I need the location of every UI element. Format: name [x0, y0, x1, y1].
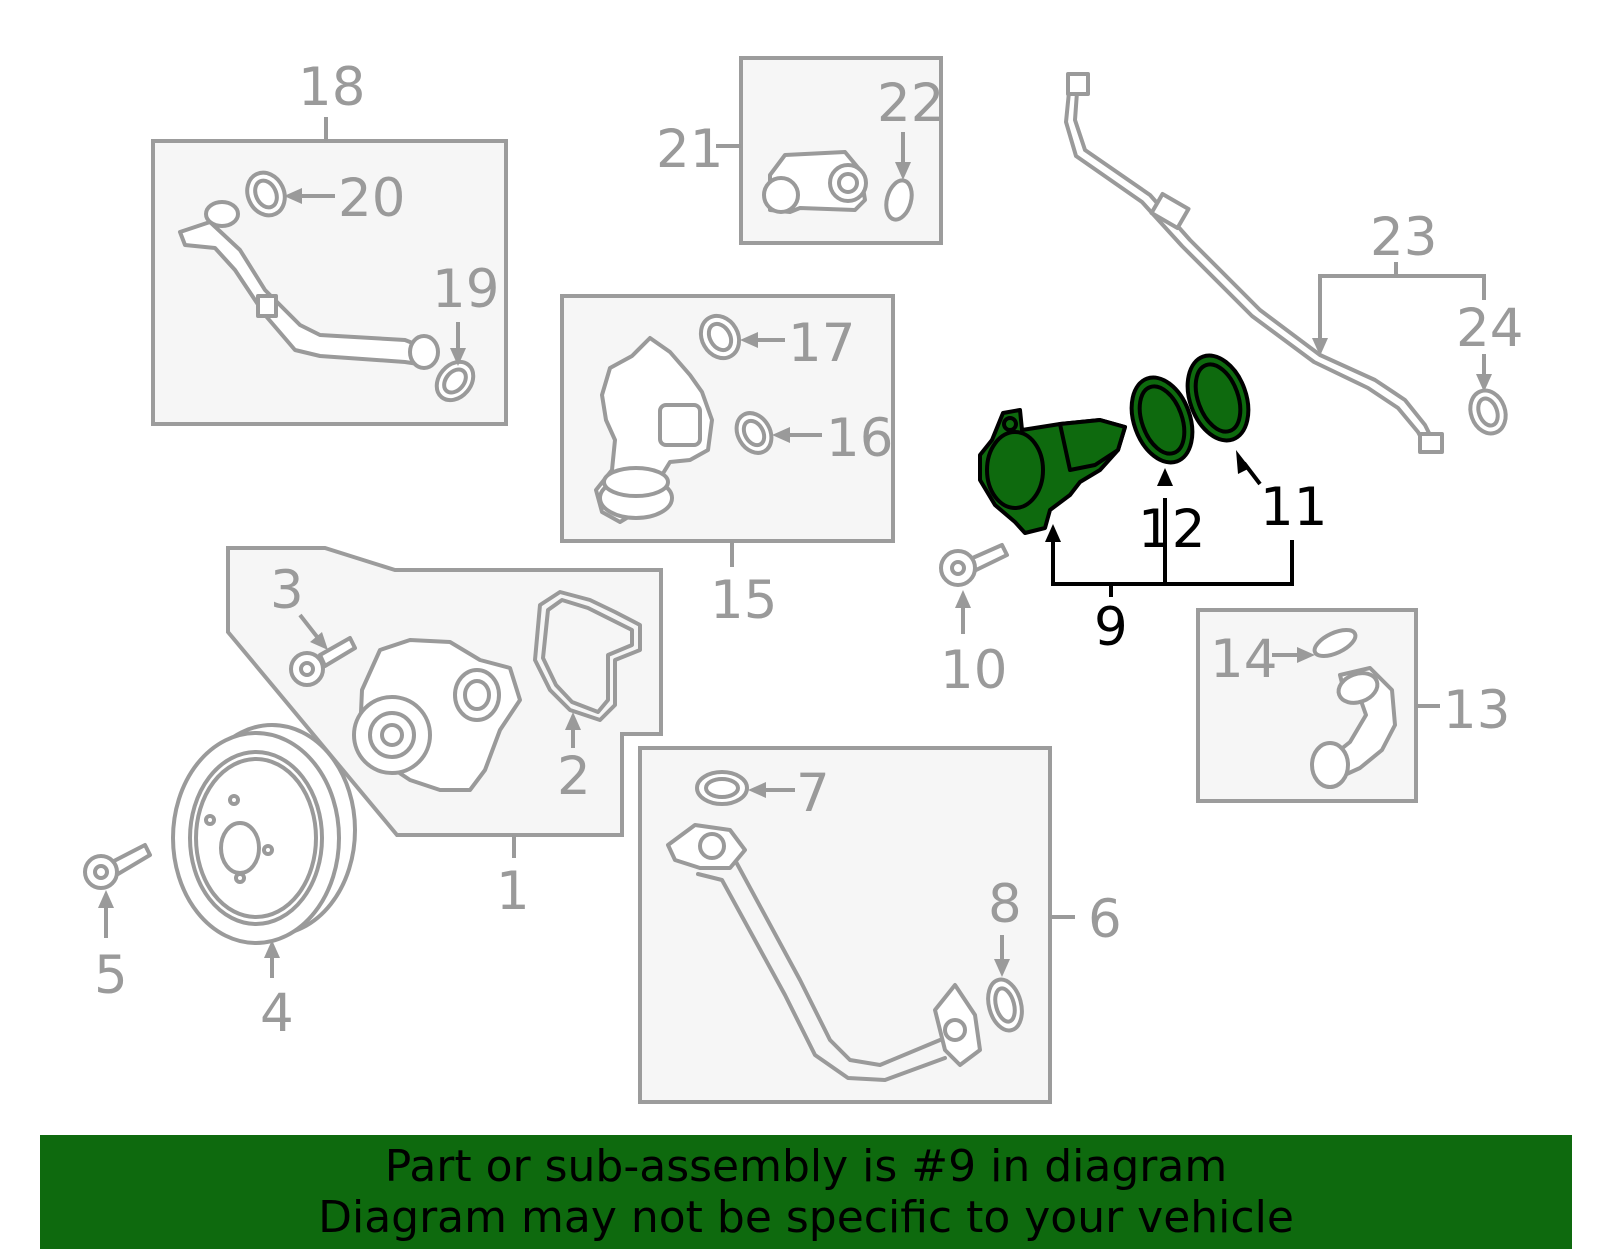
tube-23: [1073, 76, 1437, 447]
group-18: 18 20 19: [151, 57, 508, 426]
group-1: 1 3 2: [226, 546, 663, 922]
info-banner: Part or sub-assembly is #9 in diagram Di…: [40, 1135, 1572, 1249]
callout-22: 22: [877, 73, 944, 134]
seal-14: [1312, 628, 1358, 658]
bolt-10-group: 10: [939, 543, 1009, 701]
group-15: 15 17 16: [560, 294, 895, 631]
group-21: 21 22: [656, 56, 944, 245]
callout-12: 12: [1138, 499, 1205, 560]
callout-8: 8: [988, 874, 1022, 935]
callout-19: 19: [432, 259, 499, 320]
callout-5: 5: [94, 945, 128, 1006]
callout-16: 16: [826, 408, 893, 469]
callout-20: 20: [338, 168, 405, 229]
callout-4: 4: [260, 983, 294, 1044]
callout-23: 23: [1370, 207, 1437, 268]
callout-9: 9: [1094, 597, 1128, 658]
callout-14: 14: [1210, 629, 1277, 690]
gasket-2: [533, 590, 642, 722]
callout-18: 18: [298, 57, 365, 118]
banner-line-2: Diagram may not be specific to your vehi…: [318, 1192, 1294, 1243]
callout-7: 7: [796, 763, 830, 824]
callout-10: 10: [940, 640, 1007, 701]
callout-3: 3: [270, 560, 304, 621]
seal-22: [884, 178, 914, 222]
callout-15: 15: [710, 570, 777, 631]
callout-13: 13: [1443, 680, 1510, 741]
group-23: 23 24: [1064, 72, 1523, 454]
banner-line-1: Part or sub-assembly is #9 in diagram: [384, 1141, 1228, 1192]
callout-17: 17: [788, 313, 855, 374]
group-6: 6 7 8: [638, 746, 1122, 1104]
part-9-assembly: 12 11 9: [978, 353, 1327, 658]
group-13: 13 14: [1196, 608, 1510, 803]
pulley-4-group: 4 5: [83, 723, 357, 1044]
callout-1: 1: [496, 861, 530, 922]
callout-24: 24: [1456, 298, 1523, 359]
callout-11: 11: [1260, 477, 1327, 538]
callout-2: 2: [557, 746, 591, 807]
callout-21: 21: [656, 119, 723, 180]
callout-6: 6: [1088, 889, 1122, 950]
